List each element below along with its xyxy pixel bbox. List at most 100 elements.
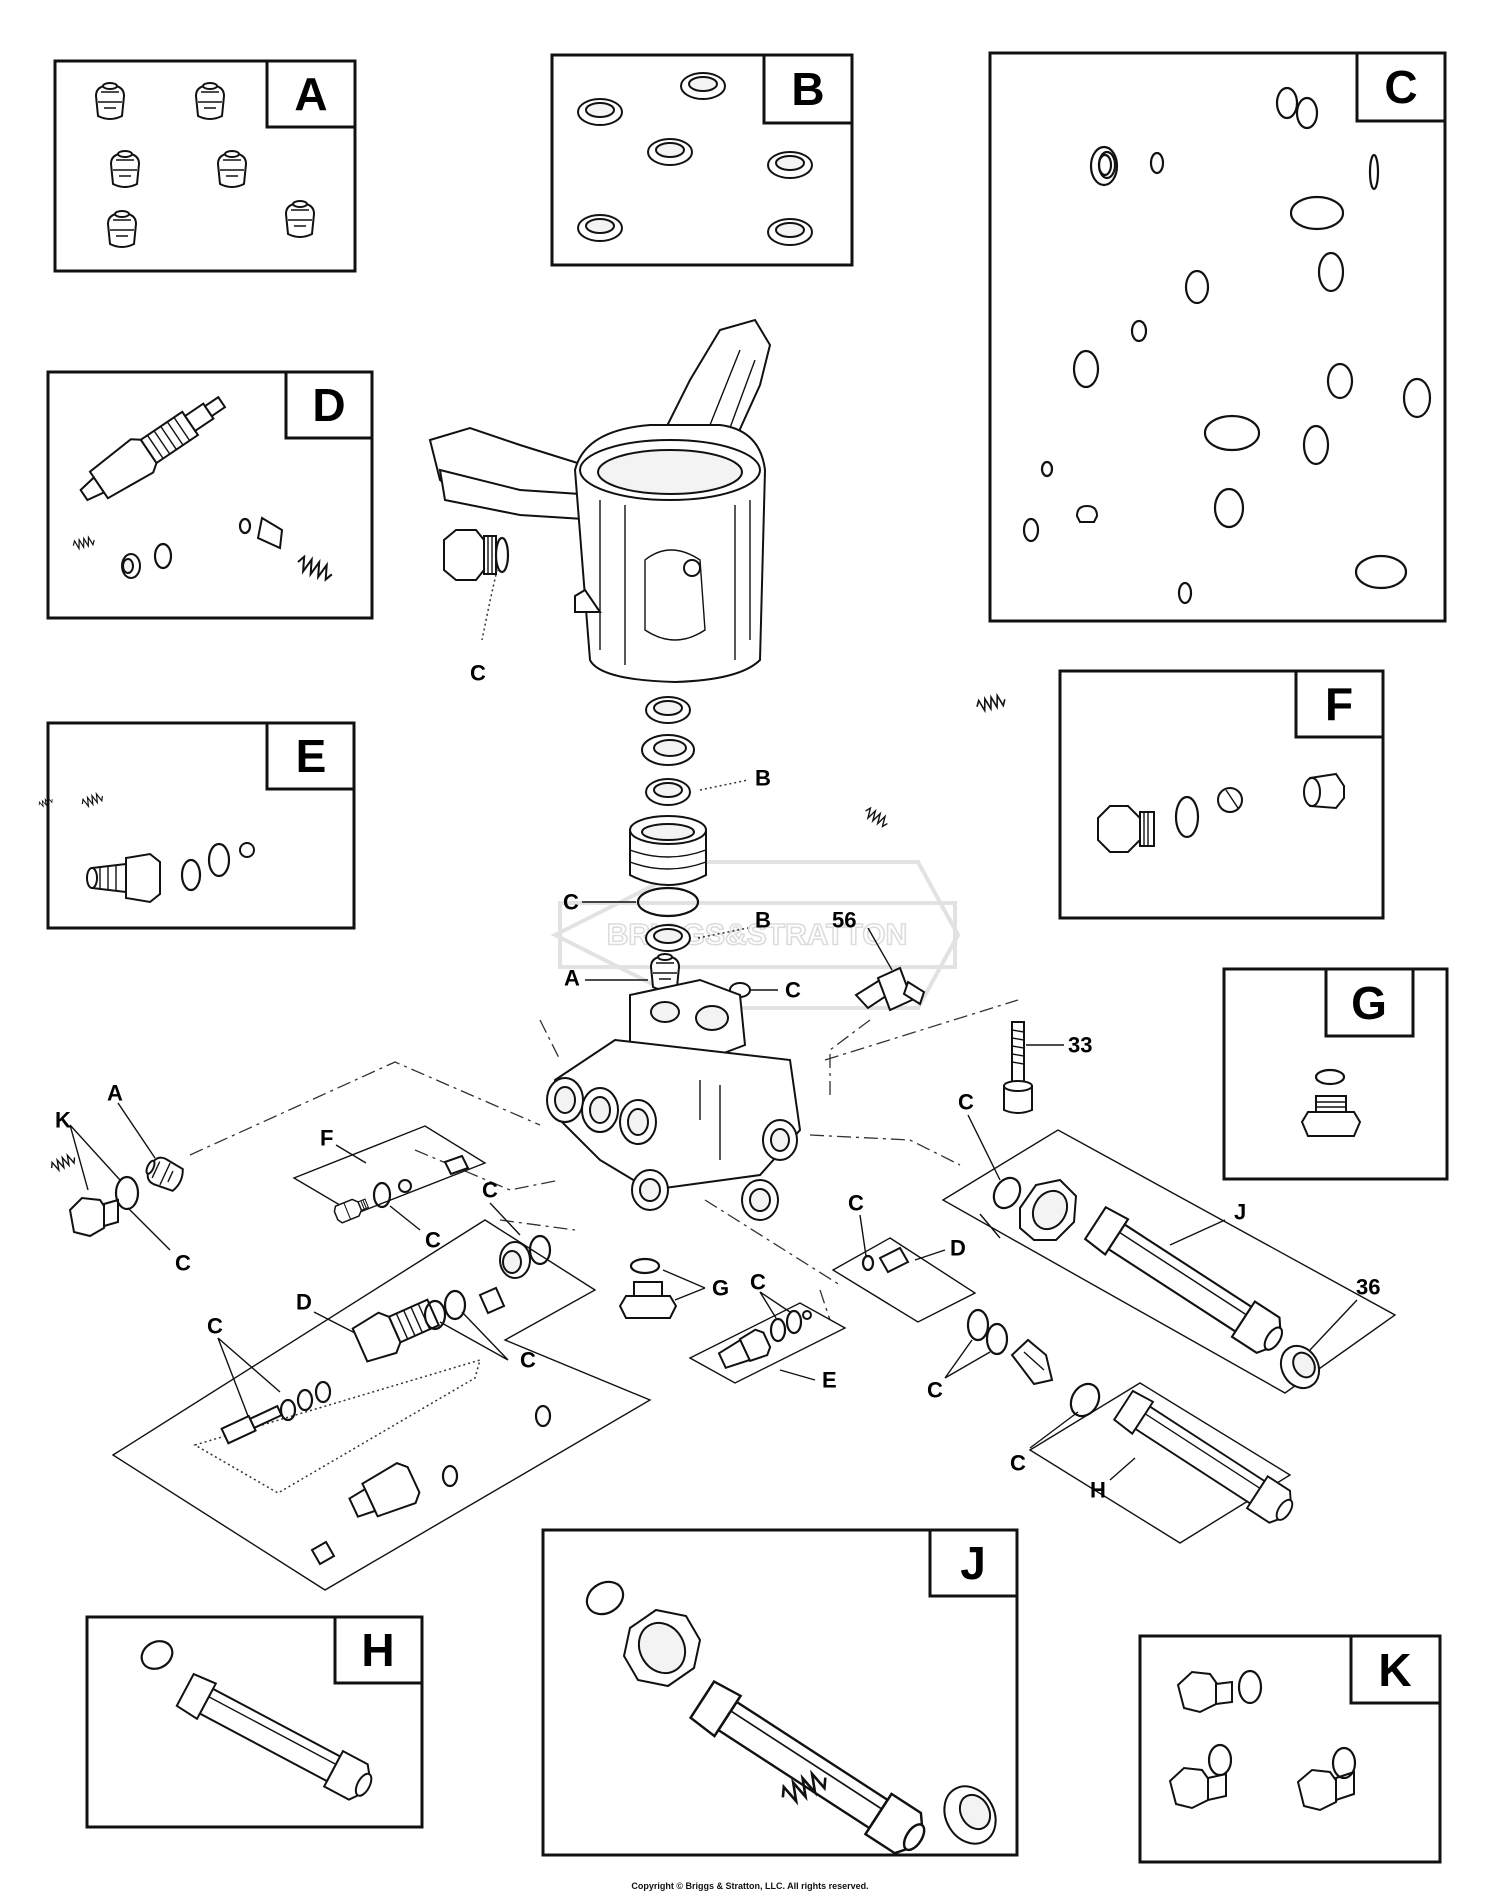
fitting-56: [854, 966, 926, 1012]
pump-housing: [428, 318, 772, 684]
callout-a: A: [564, 966, 580, 991]
kit-g-box: G: [1222, 967, 1449, 1181]
d-group: [48, 1152, 831, 1807]
seal-icon: [577, 214, 623, 242]
kit-b-label: B: [791, 63, 824, 115]
kit-e-label: E: [296, 730, 327, 782]
callout-b: B: [755, 766, 771, 791]
callout-c: C: [470, 661, 486, 686]
kit-d-label: D: [312, 379, 345, 431]
callout-k: K: [55, 1108, 71, 1133]
callout-c: C: [848, 1191, 864, 1216]
plug-icon: [1300, 1095, 1362, 1137]
kit-f-box: F: [974, 669, 1385, 920]
kit-e-box: E: [46, 535, 356, 930]
bolt-33: [1003, 1021, 1033, 1114]
seal-icon: [645, 778, 691, 806]
plug-icon: [331, 1194, 371, 1225]
plug-icon: [1097, 805, 1155, 853]
callout-c: C: [482, 1178, 498, 1203]
j-group: [941, 1129, 1397, 1394]
plug-icon: [1176, 1669, 1263, 1714]
valve-icon: [110, 150, 140, 188]
nozzle-icon: [348, 1462, 421, 1518]
kit-g-label: G: [1351, 977, 1387, 1029]
callout-h: H: [1090, 1478, 1106, 1503]
valve-icon: [285, 200, 315, 238]
callout-c: C: [958, 1090, 974, 1115]
nut-icon: [622, 1608, 702, 1688]
callout-36: 36: [1356, 1275, 1380, 1300]
kit-j-box: J: [541, 1528, 1019, 1863]
callout-c: C: [175, 1251, 191, 1276]
callout-a: A: [107, 1081, 123, 1106]
seal-icon: [645, 696, 691, 724]
kit-k-box: K: [1138, 1634, 1442, 1864]
kit-h-label: H: [361, 1624, 394, 1676]
kit-d-box: D: [46, 370, 374, 620]
nozzle-icon: [717, 1328, 772, 1370]
seal-icon: [647, 138, 693, 166]
seal-icon: [767, 151, 813, 179]
h-group: [966, 1308, 1301, 1544]
callout-e: E: [822, 1368, 837, 1393]
spring-icon: [974, 693, 1008, 713]
kit-a-box: A: [53, 59, 357, 273]
left-plug-group: [68, 1152, 188, 1238]
unloader-valve-icon: [79, 395, 227, 502]
callout-c: C: [425, 1228, 441, 1253]
seal-icon: [645, 924, 691, 952]
f-group: [80, 791, 487, 1225]
seal-stack: [629, 696, 707, 991]
seal-icon: [577, 98, 623, 126]
callout-c: C: [207, 1314, 223, 1339]
callout-c: C: [750, 1270, 766, 1295]
valve-stem-icon: [220, 1404, 283, 1445]
nozzle-icon: [86, 852, 161, 904]
right-d-group: [831, 806, 977, 1323]
kit-c-box: C: [988, 51, 1447, 623]
callout-c: C: [927, 1378, 943, 1403]
g-center-group: [618, 1257, 678, 1319]
pipe-icon: [1082, 1204, 1292, 1361]
plug-icon: [618, 1281, 678, 1319]
callout-d: D: [296, 1290, 312, 1315]
spring-icon: [862, 806, 891, 829]
kit-f-label: F: [1325, 678, 1353, 730]
pipe-icon: [1112, 1388, 1301, 1530]
seal-icon: [767, 218, 813, 246]
valve-icon: [217, 150, 247, 188]
cap-icon: [943, 1785, 997, 1845]
valve-icon: [95, 82, 125, 120]
cap-icon: [1279, 1344, 1321, 1390]
callout-c: C: [563, 890, 579, 915]
callout-c: C: [520, 1348, 536, 1373]
plug-icon: [1296, 1746, 1357, 1812]
plug-icon: [443, 529, 497, 581]
valve-icon: [140, 1152, 188, 1195]
plug-icon: [1168, 1743, 1233, 1810]
o-ring-icon: [1022, 86, 1432, 605]
kit-h-box: H: [85, 1615, 424, 1829]
callout-g: G: [712, 1276, 729, 1301]
kit-a-label: A: [294, 68, 327, 120]
spring-icon: [48, 1152, 78, 1174]
callout-b: B: [755, 908, 771, 933]
kit-j-label: J: [960, 1537, 986, 1589]
plug-icon: [68, 1196, 119, 1238]
pump-manifold: [546, 978, 802, 1221]
callout-d: D: [950, 1236, 966, 1261]
callout-33: 33: [1068, 1033, 1092, 1058]
copyright-notice: Copyright © Briggs & Stratton, LLC. All …: [631, 1881, 868, 1891]
callout-f: F: [320, 1126, 333, 1151]
seal-icon: [680, 72, 726, 100]
callout-c: C: [1010, 1451, 1026, 1476]
callout-c: C: [785, 978, 801, 1003]
kit-k-label: K: [1378, 1644, 1411, 1696]
valve-icon: [195, 82, 225, 120]
callout-j: J: [1234, 1200, 1246, 1225]
kit-b-box: B: [550, 53, 854, 267]
e-group: [37, 796, 847, 1384]
callout-56: 56: [832, 908, 856, 933]
